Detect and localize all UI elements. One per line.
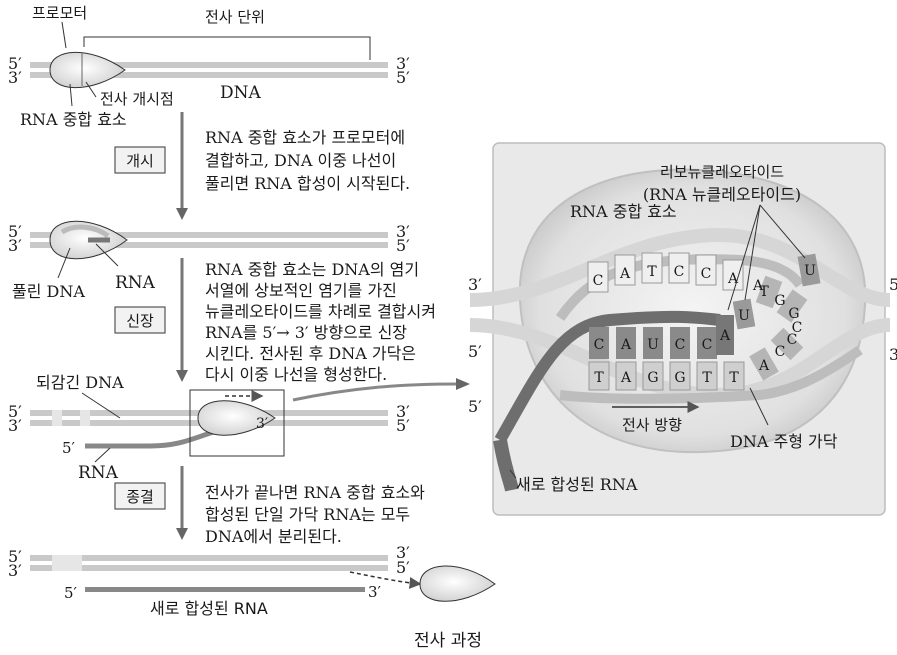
rna-base-2: U <box>647 337 659 353</box>
svg-text:5′: 5′ <box>396 416 410 435</box>
svg-text:3′: 3′ <box>8 236 22 255</box>
svg-text:뉴클레오타이드를 차례로 결합시켜: 뉴클레오타이드를 차례로 결합시켜 <box>205 302 436 321</box>
free-base-1: T <box>759 284 769 300</box>
step1-dna: 5′ 3′ 3′ 5′ 프로모터 전사 단위 전사 개시점 DNA RNA 중합… <box>8 4 410 129</box>
template-base-0: T <box>594 370 604 386</box>
initiation-desc-2: 결합하고, DNA 이중 나선이 <box>205 151 396 170</box>
template-base-3: G <box>674 370 685 386</box>
initiation-desc-3: 풀리면 RNA 합성이 시작된다. <box>205 174 410 193</box>
svg-text:5′: 5′ <box>64 584 78 602</box>
figure-caption: 전사 과정 <box>414 631 482 651</box>
step3-label-rna: RNA <box>78 463 119 483</box>
svg-text:3′: 3′ <box>8 561 22 580</box>
elongation-step: 신장 RNA 중합 효소는 DNA의 염기 서열에 상보적인 염기를 가진 뉴클… <box>115 260 436 384</box>
svg-text:서열에 상보적인 염기를 가진: 서열에 상보적인 염기를 가진 <box>205 281 397 300</box>
rna-base-3: C <box>675 337 686 353</box>
step3-dna: 3′ 5′ 3′ 3′ 5′ 5′ 되감긴 DNA RNA <box>8 373 470 483</box>
svg-text:5′: 5′ <box>396 236 410 255</box>
termination-step: 종결 전사가 끝나면 RNA 중합 효소와 합성된 단일 가닥 RNA는 모두 … <box>115 483 425 546</box>
detail-label-polymerase: RNA 중합 효소 <box>570 202 677 221</box>
svg-text:DNA에서 분리된다.: DNA에서 분리된다. <box>205 527 342 546</box>
polymerase-shape <box>50 52 125 87</box>
detail-end-5-right: 5 <box>889 275 897 294</box>
svg-text:5′: 5′ <box>396 558 410 577</box>
detail-label-new-rna: 새로 합성된 RNA <box>516 475 638 494</box>
svg-text:다시 이중 나선을 형성한다.: 다시 이중 나선을 형성한다. <box>205 365 387 384</box>
label-polymerase: RNA 중합 효소 <box>20 110 127 129</box>
svg-text:신장: 신장 <box>126 312 154 330</box>
initiation-step: 개시 RNA 중합 효소가 프로모터에 결합하고, DNA 이중 나선이 풀리면… <box>115 128 410 193</box>
top-base-0: C <box>593 273 604 289</box>
top-base-1: A <box>619 266 631 282</box>
initiation-badge: 개시 <box>115 147 165 173</box>
step4-dna: 5′ 3′ 3′ 5′ 5′ 3′ 새로 합성된 RNA <box>8 543 495 618</box>
detail-label-template: DNA 주형 가닥 <box>730 432 838 451</box>
svg-text:3′: 3′ <box>256 416 268 432</box>
step2-label-rna: RNA <box>115 273 156 293</box>
detail-end-3-left: 3′ <box>468 275 482 294</box>
rna-base-4: C <box>702 337 713 353</box>
elongation-badge: 신장 <box>115 307 165 333</box>
rna-base-5: A <box>719 328 731 344</box>
template-base-2: G <box>647 370 658 386</box>
detail-end-3-right: 3 <box>889 345 897 364</box>
label-promoter: 프로모터 <box>32 4 87 22</box>
flow-arrows <box>176 112 188 540</box>
detail-label-direction: 전사 방향 <box>622 416 682 434</box>
step3-label-rewound: 되감긴 DNA <box>36 373 124 392</box>
svg-text:3′: 3′ <box>8 416 22 435</box>
initiation-desc-1: RNA 중합 효소가 프로모터에 <box>205 128 405 147</box>
step1-left-3: 3′ <box>8 68 22 87</box>
step2-label-unwound: 풀린 DNA <box>12 282 85 301</box>
free-base-2: G <box>774 293 785 309</box>
detail-label-ribo-2: (RNA 뉴클레오타이드) <box>643 185 801 204</box>
detail-panel: C A T C C A A C A U C C A T A G G T T U … <box>468 143 897 515</box>
rna-base-1: A <box>620 337 632 353</box>
top-base-2: T <box>647 264 657 280</box>
svg-text:5′: 5′ <box>62 439 76 457</box>
free-base-7: C <box>775 344 786 360</box>
svg-text:개시: 개시 <box>126 152 154 170</box>
svg-text:시킨다. 전사된 후 DNA 가닥은: 시킨다. 전사된 후 DNA 가닥은 <box>205 344 416 363</box>
free-base-6: A <box>758 358 770 374</box>
free-base-8: C <box>787 332 798 348</box>
label-dna: DNA <box>220 83 262 103</box>
svg-text:RNA를 5′→ 3′ 방향으로 신장: RNA를 5′→ 3′ 방향으로 신장 <box>205 323 407 342</box>
detail-end-5-mid: 5′ <box>468 342 482 361</box>
free-base-0: U <box>738 308 750 324</box>
svg-text:RNA 중합 효소는 DNA의 염기: RNA 중합 효소는 DNA의 염기 <box>205 260 419 279</box>
template-base-4: T <box>702 370 712 386</box>
svg-text:합성된 단일 가닥 RNA는 모두: 합성된 단일 가닥 RNA는 모두 <box>205 505 410 524</box>
top-base-4: C <box>701 266 712 282</box>
rna-base-0: C <box>594 337 605 353</box>
detail-end-5-low: 5′ <box>468 397 482 416</box>
free-base-5: U <box>804 263 816 279</box>
step4-label-new-rna: 새로 합성된 RNA <box>150 599 268 618</box>
svg-text:전사가 끝나면 RNA 중합 효소와: 전사가 끝나면 RNA 중합 효소와 <box>205 483 425 502</box>
label-start-site: 전사 개시점 <box>100 90 174 108</box>
svg-text:3′: 3′ <box>368 583 382 601</box>
top-base-3: C <box>674 264 685 280</box>
svg-text:종결: 종결 <box>126 488 154 506</box>
step1-right-5: 5′ <box>396 68 410 87</box>
label-transcription-unit: 전사 단위 <box>205 8 265 26</box>
termination-badge: 종결 <box>115 483 165 509</box>
template-base-5: T <box>729 370 739 386</box>
template-base-1: A <box>620 370 632 386</box>
detail-label-ribo-1: 리보뉴클레오타이드 <box>660 163 784 181</box>
